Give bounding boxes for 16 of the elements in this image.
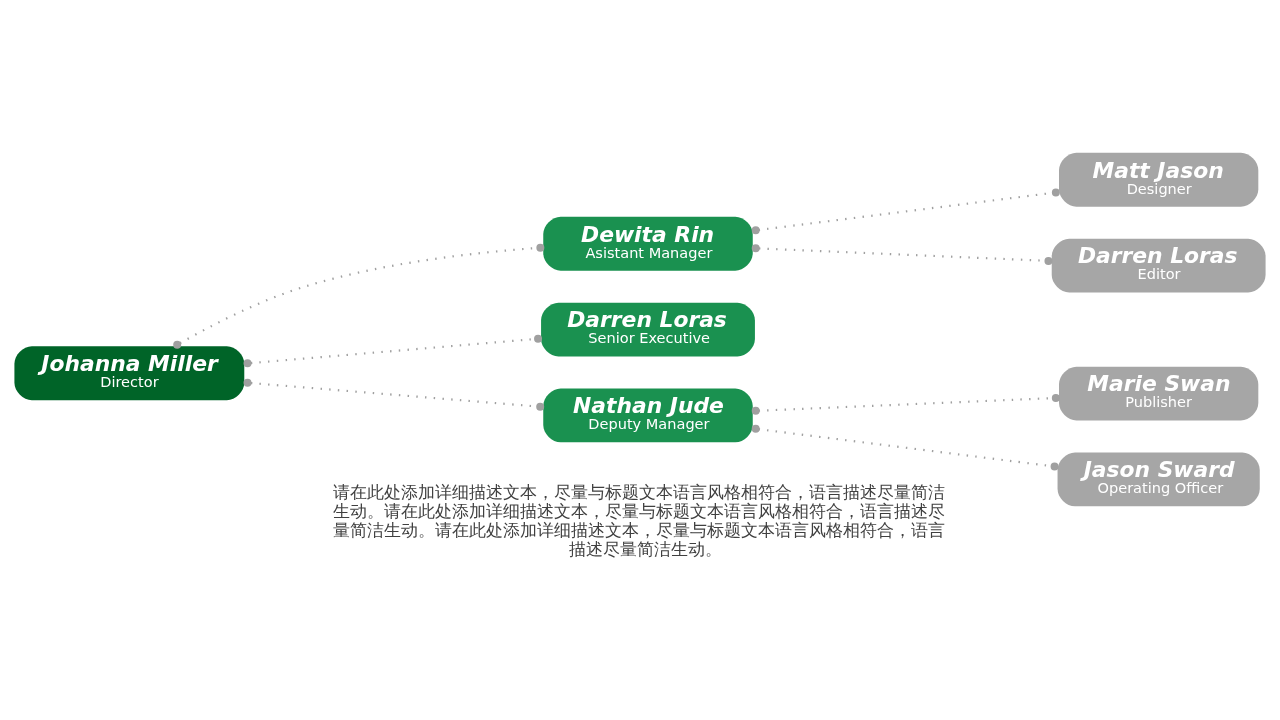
label: 请在此处添加详细描述文本，尽量与标题文本语言风格相符合，语言描述尽量简洁生动。请在此处添加详细描述文本，尽量与标题文本语言风格相符合，语言描述尽量简洁生动。请在此处添加详细描述文本，尽量与标题文本语言风格相符合，语言描述尽量简洁生动。	[333, 481, 946, 558]
connector	[243, 334, 543, 367]
node-box: Jason Sward Operating Officer	[1057, 452, 1260, 506]
node-box: Darren Loras Editor	[1051, 238, 1266, 292]
connector	[751, 188, 1060, 234]
node-box: Dewita Rin Asistant Manager	[543, 216, 753, 271]
node-box: Nathan Jude Deputy Manager	[543, 388, 753, 442]
node-box: Marie Swan Publisher	[1059, 366, 1259, 420]
node-box: Darren Loras Senior Executive	[541, 302, 755, 356]
connector	[751, 243, 1053, 265]
connector	[751, 393, 1060, 415]
connector	[751, 424, 1059, 470]
node-box: Matt Jason Designer	[1059, 152, 1259, 207]
node-box: Johanna Miller Director	[14, 345, 245, 400]
connector	[243, 378, 545, 411]
connector	[173, 243, 545, 349]
